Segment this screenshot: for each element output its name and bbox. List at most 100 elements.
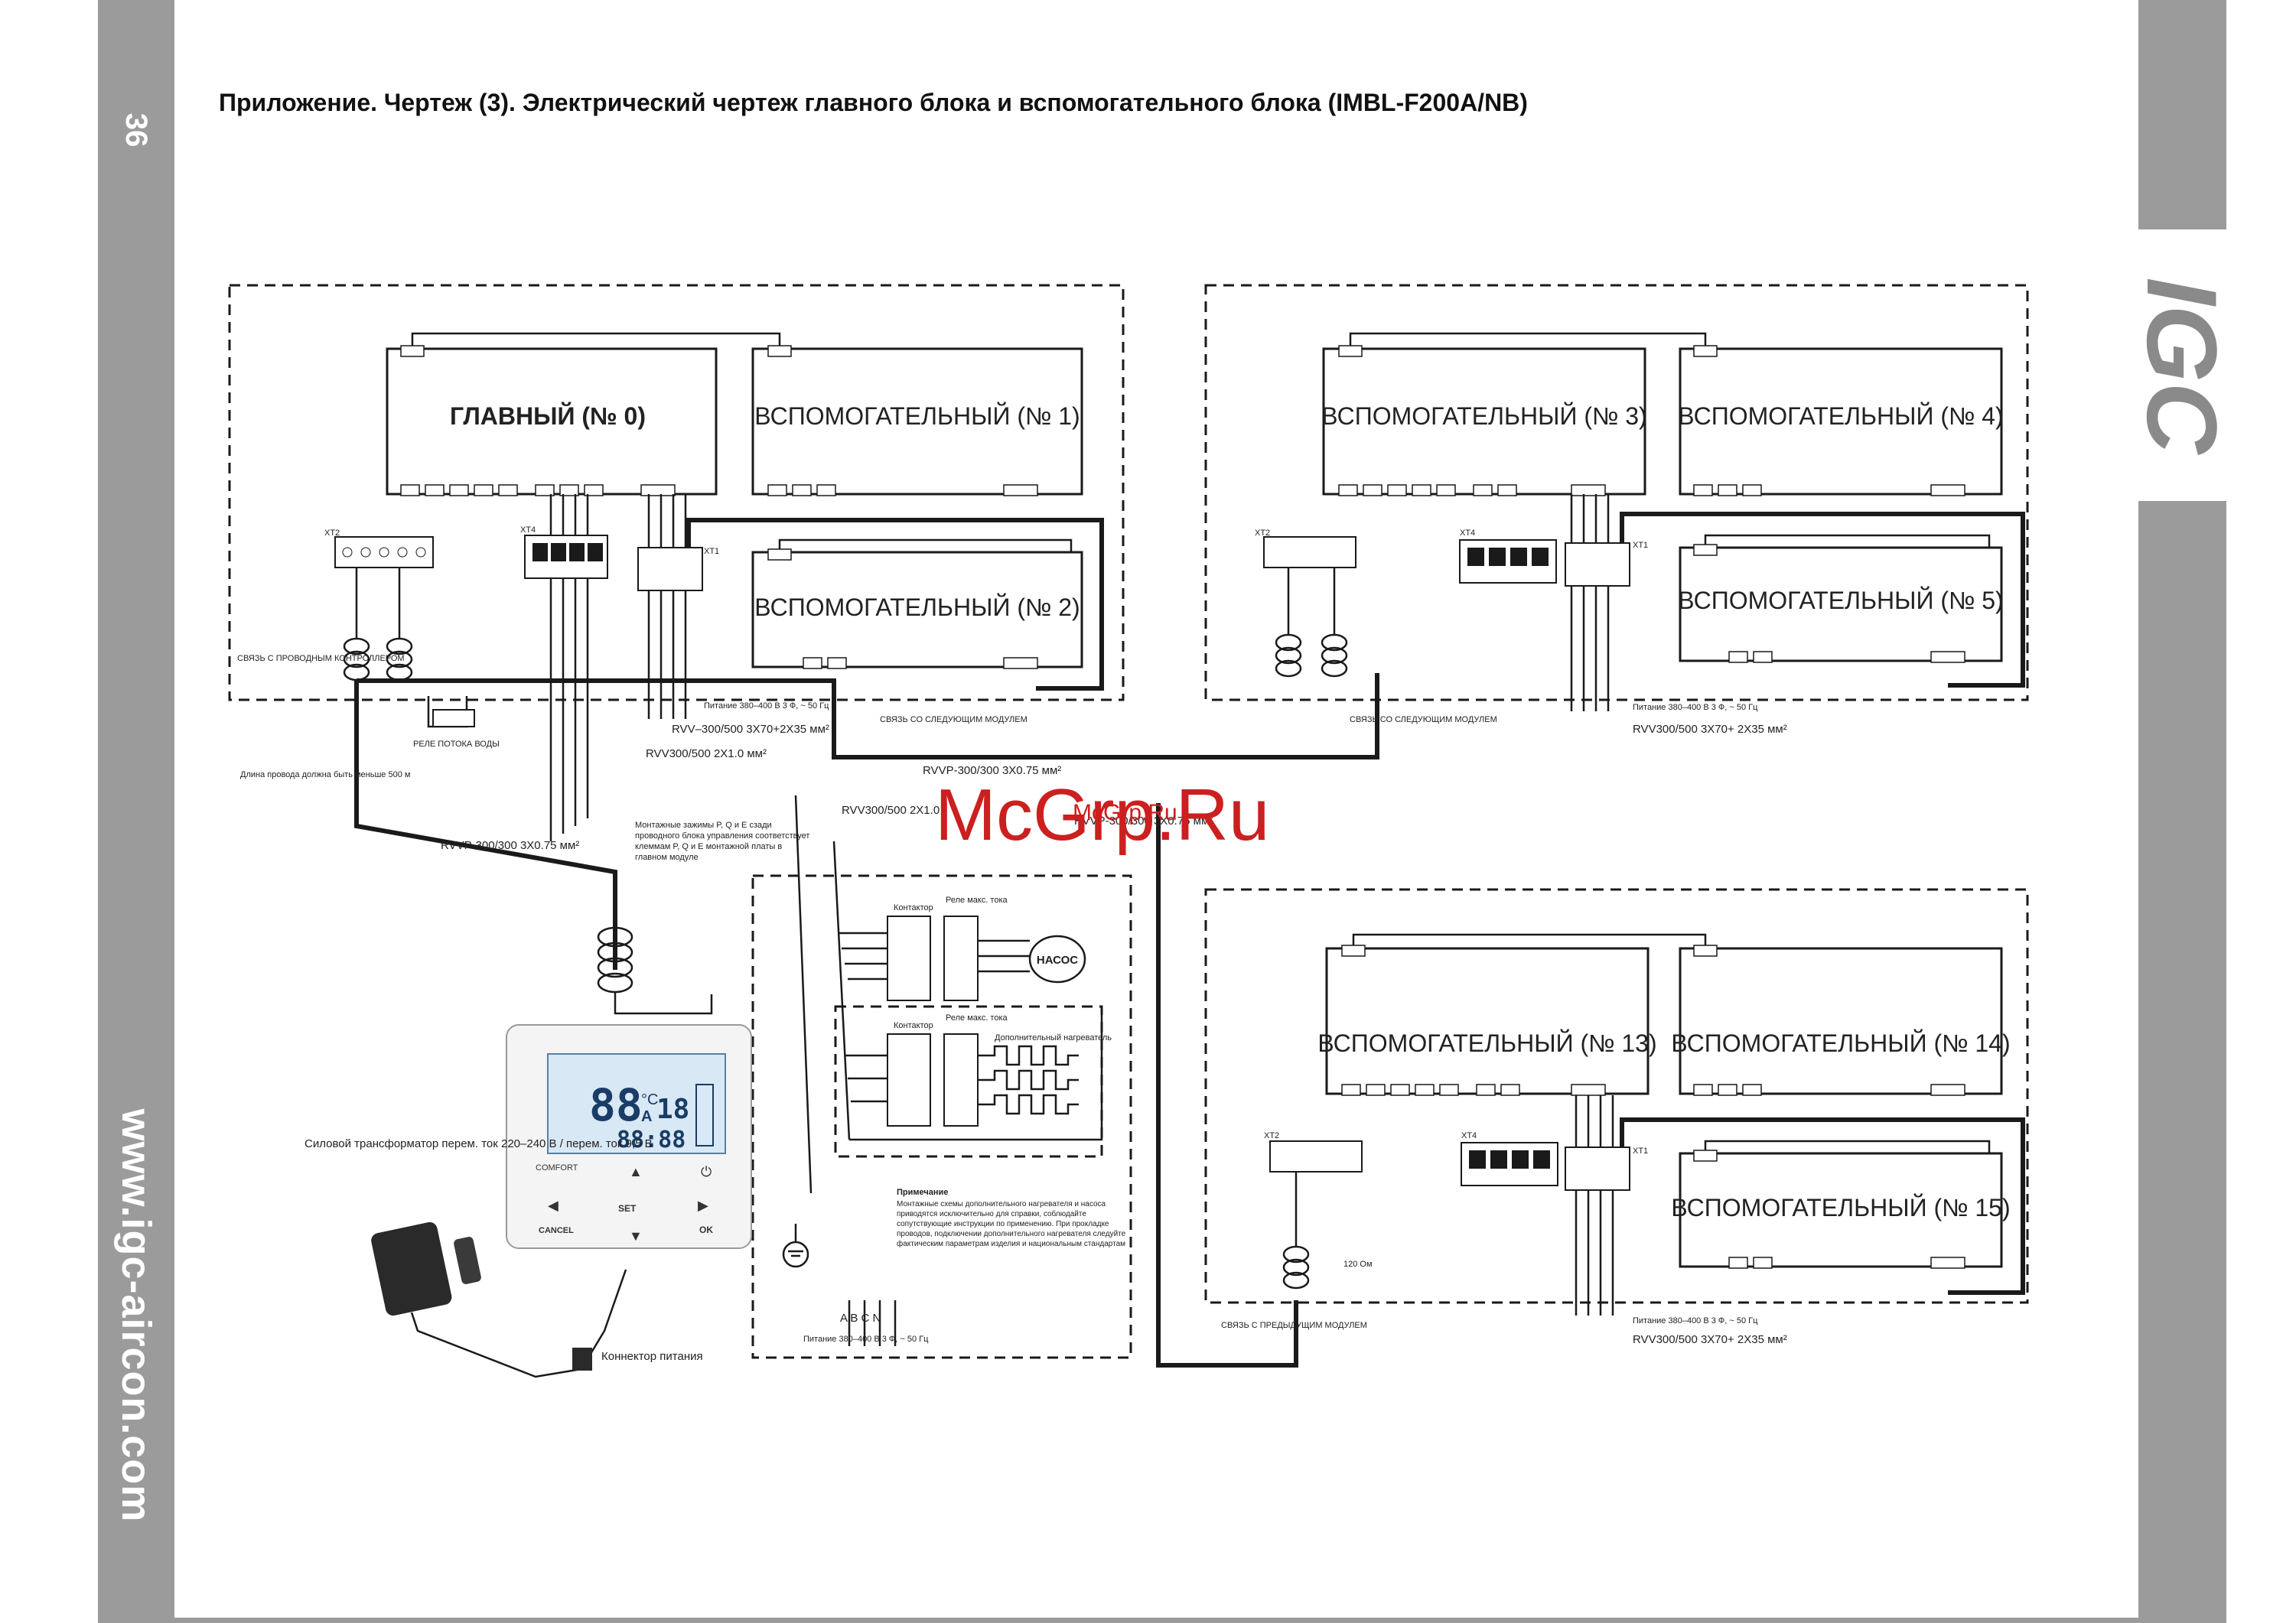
abcn-label: A B C N [840, 1312, 881, 1325]
cable-rvv-2x1-label: RVV300/500 2X1.0 мм² [646, 747, 767, 760]
bottom-bar [98, 1618, 2226, 1623]
heater-contactor-block: Контактор Реле макс. тока Дополнительный… [887, 1013, 1112, 1127]
terminal-block-xt4-g2: XT4 [1459, 529, 1557, 584]
unit-aux1-label: ВСПОМОГАТЕЛЬНЫЙ (№ 1) [754, 402, 1080, 430]
transformer-label: Силовой трансформатор перем. ток 220–240… [305, 1137, 653, 1150]
power-br-label: Питание 380–400 В 3 Ф, ~ 50 Гц [1633, 1316, 1758, 1325]
xt2-main-label: XT2 [324, 529, 340, 538]
flow-relay-label: РЕЛЕ ПОТОКА ВОДЫ [413, 740, 500, 749]
terminal-block-xt1-g2: XT1 [1565, 541, 1648, 587]
cable-rvvp-ctrl-label: RVVP-300/300 3X0.75 мм² [441, 839, 579, 852]
btn-cancel[interactable]: CANCEL [539, 1226, 574, 1235]
note-text-box: Монтажные схемы дополнительного нагреват… [897, 1200, 1126, 1248]
lcd-mode: A [641, 1108, 652, 1125]
comm-next-label: СВЯЗЬ СО СЛЕДУЮЩИМ МОДУЛЕМ [880, 715, 1028, 724]
unit-aux13-label: ВСПОМОГАТЕЛЬНЫЙ (№ 13) [1317, 1029, 1656, 1057]
contactor-label-1: Контактор [894, 903, 933, 912]
power-main-label: Питание 380–400 В 3 Ф, ~ 50 Гц [704, 701, 829, 711]
terminal-block-xt2-g3: XT2 [1264, 1131, 1363, 1173]
cable-rvv-2x1-b-label: RVV300/500 2X1.0 [842, 804, 940, 817]
lcd-level-bar [695, 1084, 714, 1147]
ground-symbol [782, 1224, 809, 1268]
note-pqe-box: Монтажные зажимы P, Q и E сзади проводно… [635, 821, 810, 862]
note-pqe: Монтажные зажимы P, Q и E сзади проводно… [635, 821, 810, 862]
xt1-g3-label: XT1 [1633, 1147, 1648, 1156]
right-margin-strip-top [2138, 0, 2226, 229]
extra-heater-label: Дополнительный нагреватель [995, 1033, 1112, 1042]
cable-rvvp-075-b-label: RVVP-300/300 3X0.75 мм² [1074, 815, 1213, 828]
power-bus-wires [354, 512, 2025, 1368]
btn-ok[interactable]: OK [699, 1225, 713, 1235]
xt2-g2-label: XT2 [1255, 529, 1270, 538]
terminal-block-xt2-main: XT2 [324, 529, 434, 568]
pump-label: НАСОС [1037, 954, 1078, 967]
unit-main-box [386, 347, 718, 496]
region-group-3-5 [1204, 284, 2029, 701]
power-adapter [371, 1221, 627, 1378]
terminal-block-xt4-g3: XT4 [1461, 1131, 1558, 1186]
contactor-label-2: Контактор [894, 1021, 933, 1030]
watermark-main: McGrp.Ru [935, 774, 1269, 856]
region-pump-heater [751, 874, 1132, 1359]
terminal-block-xt4-main: XT4 [520, 525, 608, 579]
unit-aux15-label: ВСПОМОГАТЕЛЬНЫЙ (№ 15) [1671, 1194, 2010, 1221]
right-arrow-icon[interactable]: ▶ [698, 1198, 708, 1213]
connector-tabs [400, 345, 1965, 1269]
xt1-g2-label: XT1 [1633, 541, 1648, 550]
unit-aux3-label: ВСПОМОГАТЕЛЬНЫЙ (№ 3) [1321, 402, 1646, 430]
btn-comfort[interactable]: COMFORT [536, 1163, 578, 1173]
lcd-unit: °C [641, 1091, 658, 1108]
unit-aux5-box [1679, 546, 2003, 662]
power-right-label: Питание 380–400 В 3 Ф, ~ 50 Гц [1633, 703, 1758, 712]
cable-rvv-right-label: RVV300/500 3X70+ 2X35 мм² [1633, 723, 1787, 736]
unit-aux2-box [751, 551, 1083, 668]
relay-label-2: Реле макс. тока [946, 1013, 1008, 1023]
wire-length-label: Длина провода должна быть меньше 500 м [240, 770, 410, 779]
cable-rvv-br-label: RVV300/500 3X70+ 2X35 мм² [1633, 1333, 1787, 1346]
unit-aux1-box [751, 347, 1083, 496]
power-connector-symbol [572, 1348, 592, 1371]
terminal-block-xt2-g2: XT2 [1255, 529, 1356, 568]
btn-set[interactable]: SET [618, 1203, 637, 1214]
power-connector-label: Коннектор питания [601, 1350, 703, 1363]
up-arrow-icon[interactable]: ▲ [629, 1164, 643, 1179]
pump-symbol [1028, 935, 1086, 984]
comm-wired-label: СВЯЗЬ С ПРОВОДНЫМ КОНТРОЛЛЕРОМ [237, 654, 405, 663]
xt1-main-label: XT1 [704, 547, 719, 556]
comm-prev-label: СВЯЗЬ С ПРЕДЫДУЩИМ МОДУЛЕМ [1221, 1321, 1367, 1330]
cable-rvvp-075-label: RVVP-300/300 3X0.75 мм² [923, 764, 1061, 777]
pump-contactor-block: НАСОС Контактор Реле макс. тока [887, 896, 1086, 1001]
unit-aux14-box [1679, 947, 2003, 1095]
lcd-big-digits: 88 [589, 1079, 643, 1131]
unit-aux5-label: ВСПОМОГАТЕЛЬНЫЙ (№ 5) [1678, 587, 2003, 614]
note-text: Монтажные схемы дополнительного нагреват… [897, 1200, 1126, 1248]
pump-heater-wiring [839, 932, 1103, 1141]
abcn-power-label: Питание 380–400 В 3 Ф, ~ 50 Гц [803, 1335, 929, 1344]
page-title: Приложение. Чертеж (3). Электрический че… [219, 89, 1528, 116]
unit-aux2-label: ВСПОМОГАТЕЛЬНЫЙ (№ 2) [754, 594, 1080, 621]
lcd-time: 88:88 [617, 1127, 686, 1153]
down-arrow-icon[interactable]: ▼ [629, 1228, 643, 1244]
unit-aux4-label: ВСПОМОГАТЕЛЬНЫЙ (№ 4) [1678, 402, 2003, 430]
control-wires [411, 332, 1991, 1153]
wired-controller: 88 °C A 18 88:88 COMFORT ▲ ⏻ ◀ SET ▶ CAN… [506, 1024, 752, 1249]
lcd-small-digits: 18 [656, 1094, 689, 1125]
cable-rvv-main-label: RVV–300/500 3X70+2X35 мм² [672, 723, 829, 736]
shield-coils [343, 568, 1348, 1290]
left-arrow-icon[interactable]: ◀ [548, 1198, 559, 1213]
power-icon[interactable]: ⏻ [701, 1164, 712, 1179]
region-group-13-15 [1204, 888, 2029, 1304]
relay-label-1: Реле макс. тока [946, 896, 1008, 905]
xt4-g2-label: XT4 [1460, 529, 1475, 538]
unit-aux15-box [1679, 1152, 2003, 1268]
right-margin-strip-bottom [2138, 501, 2226, 1623]
xt2-g3-label: XT2 [1264, 1131, 1279, 1140]
comm-next-right-label: СВЯЗЬ СО СЛЕДУЮЩИМ МОДУЛЕМ [1350, 715, 1497, 724]
terminal-block-xt1-g3: XT1 [1565, 1147, 1648, 1191]
unit-aux4-box [1679, 347, 2003, 496]
flow-relay-symbol [432, 709, 475, 727]
note-heading: Примечание [897, 1188, 948, 1197]
unit-aux14-label: ВСПОМОГАТЕЛЬНЫЙ (№ 14) [1671, 1029, 2010, 1057]
unit-aux13-box [1325, 947, 1650, 1095]
xt4-main-label: XT4 [520, 525, 536, 535]
